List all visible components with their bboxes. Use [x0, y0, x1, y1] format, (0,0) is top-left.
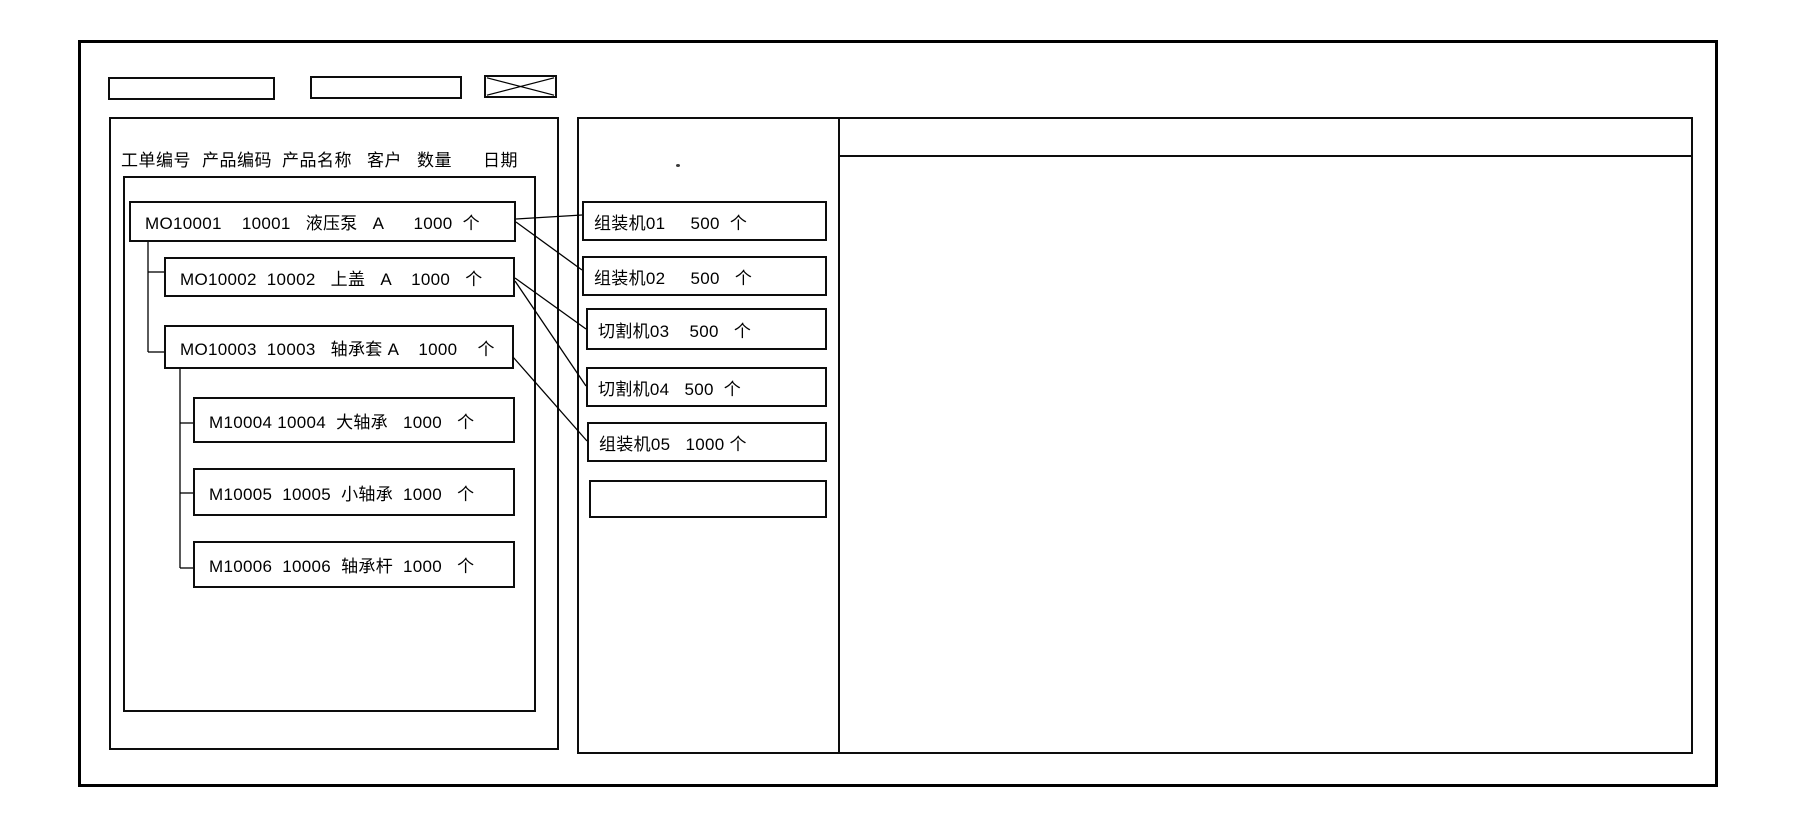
order-box-M10004[interactable]: M10004 10004 大轴承 1000 个 [193, 397, 515, 443]
machine-box-组装机01[interactable]: 组装机01 500 个 [582, 201, 827, 241]
order-box-M10006[interactable]: M10006 10006 轴承杆 1000 个 [193, 541, 515, 588]
machine-box-切割机04[interactable]: 切割机04 500 个 [586, 367, 827, 407]
machine-box-切割机03[interactable]: 切割机03 500 个 [586, 308, 827, 350]
toolbar-field-2[interactable] [310, 76, 462, 99]
order-box-MO10003[interactable]: MO10003 10003 轴承套 A 1000 个 [164, 325, 514, 369]
column-header-0: 工单编号 [121, 151, 191, 170]
column-header-row: 工单编号产品编码产品名称客户数量 日期 [0, 146, 1819, 170]
machine-box-组装机02[interactable]: 组装机02 500 个 [582, 256, 827, 296]
order-box-M10005[interactable]: M10005 10005 小轴承 1000 个 [193, 468, 515, 516]
column-header-1: 产品编码 [202, 151, 272, 170]
column-header-5: 日期 [483, 151, 518, 170]
detail-panel [838, 117, 1693, 754]
order-box-MO10001[interactable]: MO10001 10001 液压泵 A 1000 个 [129, 201, 516, 242]
column-header-2: 产品名称 [282, 151, 352, 170]
machine-box-empty-5[interactable] [589, 480, 827, 518]
order-tree-container [123, 176, 536, 712]
column-header-3: 客户 [367, 151, 402, 170]
detail-panel-header-divider [840, 155, 1691, 157]
toolbar-field-1[interactable] [108, 77, 275, 100]
column-header-4: 数量 [417, 151, 452, 170]
close-icon [486, 77, 555, 96]
machine-box-组装机05[interactable]: 组装机05 1000 个 [587, 422, 827, 462]
close-button[interactable] [484, 75, 557, 98]
order-box-MO10002[interactable]: MO10002 10002 上盖 A 1000 个 [164, 257, 515, 297]
ink-dot [676, 164, 680, 167]
